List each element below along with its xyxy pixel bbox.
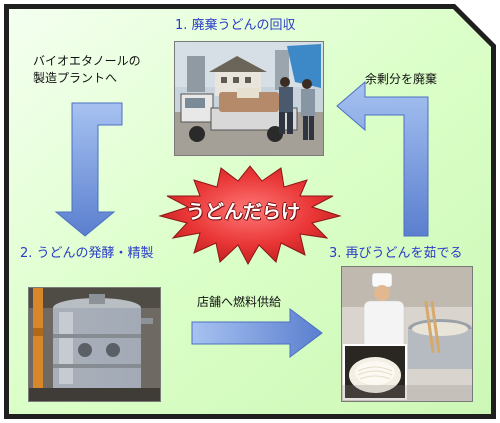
step-2-label: 2. うどんの発酵・精製 <box>20 246 154 261</box>
center-text: うどんだらけ <box>186 201 301 223</box>
photo-collection <box>174 41 324 156</box>
arrow-to-store <box>191 308 323 358</box>
discard-label: 余剰分を廃棄 <box>365 72 438 86</box>
arrow-to-plant <box>54 102 123 237</box>
step-3-label: 3. 再びうどんを茹でる <box>329 246 463 261</box>
photo-boiling <box>341 266 473 402</box>
arrow-discard <box>336 80 429 237</box>
photo-fermentation <box>28 287 161 402</box>
to-store-label: 店舗へ燃料供給 <box>197 295 282 309</box>
center-burst <box>158 165 342 266</box>
step-1-label: 1. 廃棄うどんの回収 <box>175 18 296 33</box>
to-plant-label: バイオエタノールの 製造プラントへ <box>33 54 141 86</box>
